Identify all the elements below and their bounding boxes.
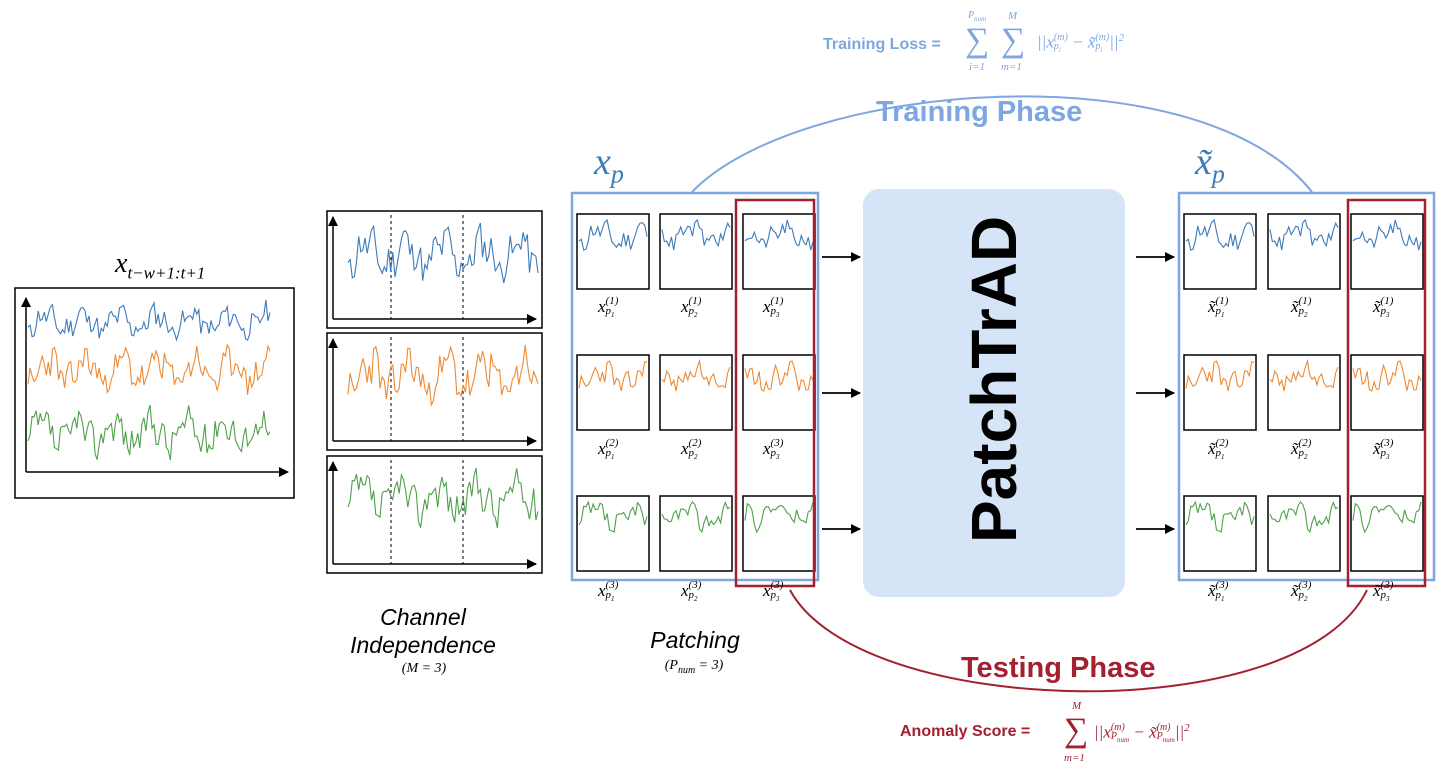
output-patch-label-r1-c3: x̃(1)p3	[1373, 295, 1394, 320]
input-window-label: xt−w+1:t+1	[115, 248, 206, 283]
model-block	[863, 189, 1125, 597]
input-patch-r1-c2	[659, 213, 733, 290]
input-patch-series-r3-c3	[744, 501, 814, 534]
output-patch-series-r1-c2	[1269, 218, 1339, 251]
testing-phase-title: Testing Phase	[961, 652, 1156, 684]
output-patch-r1-c2	[1267, 213, 1341, 290]
output-patch-label-r1-c2: x̃(1)p2	[1291, 295, 1312, 320]
model-name: PatchTrAD	[958, 215, 1030, 543]
output-patch-label-r3-c2: x̃(3)p2	[1291, 579, 1312, 604]
patching-caption: Patching	[650, 627, 740, 653]
input-patches-frame	[570, 191, 820, 582]
output-patch-series-r1-c1	[1185, 218, 1255, 251]
input-patch-series-r2-c2	[661, 358, 731, 392]
input-patch-label-r3-c1: x(3)p1	[598, 579, 619, 604]
last-patch-highlight-out	[1346, 198, 1427, 588]
patch-count-note: (Pnum = 3)	[664, 658, 724, 676]
input-series-channel-3	[27, 404, 271, 461]
output-patch-series-r3-c1	[1185, 500, 1255, 533]
testing-arc	[789, 589, 1368, 693]
output-patch-label-r2-c2: x̃(2)p2	[1291, 437, 1312, 462]
output-patch-r2-c3	[1350, 354, 1424, 431]
input-patch-series-r3-c2	[661, 500, 731, 534]
output-patch-series-r2-c3	[1352, 360, 1422, 392]
input-patch-r2-c1	[576, 354, 650, 431]
input-patch-series-r1-c1	[578, 218, 648, 251]
input-patch-grid	[576, 213, 816, 572]
output-patch-label-r3-c1: x̃(3)p1	[1208, 579, 1229, 604]
channel-independence-caption-2: Independence	[350, 632, 496, 658]
output-patch-r2-c2	[1267, 354, 1341, 431]
channel-1-plot-frame	[326, 210, 543, 329]
input-patch-label-r2-c3: x(3)p3	[763, 437, 784, 462]
output-patch-series-r3-c2	[1269, 500, 1339, 534]
channel-independence-caption-1: Channel	[380, 604, 466, 630]
input-patch-series-r2-c3	[744, 360, 814, 392]
input-patch-series-r1-c2	[661, 218, 731, 251]
output-patch-label-r3-c3: x̃(3)p3	[1373, 579, 1394, 604]
input-patch-label-r1-c2: x(1)p2	[681, 295, 702, 320]
input-patch-label-r3-c2: x(3)p2	[681, 579, 702, 604]
channel-plots	[326, 210, 543, 574]
channel-3-series	[347, 467, 539, 529]
input-patch-label-r1-c3: x(1)p3	[763, 295, 784, 320]
training-loss-label: Training Loss =	[823, 36, 941, 53]
output-patches-title: x̃p	[1195, 141, 1225, 189]
output-patch-series-r1-c3	[1352, 219, 1422, 251]
output-patch-r2-c1	[1183, 354, 1257, 431]
output-patch-series-r2-c2	[1269, 358, 1339, 392]
input-patch-label-r2-c2: x(2)p2	[681, 437, 702, 462]
output-patch-label-r1-c1: x̃(1)p1	[1208, 295, 1229, 320]
input-patches-title: xp	[594, 141, 624, 189]
input-patch-label-r2-c1: x(2)p1	[598, 437, 619, 462]
input-patch-label-r3-c3: x(3)p3	[763, 579, 784, 604]
channel-count-note: (M = 3)	[401, 661, 447, 676]
input-patch-r1-c3	[742, 213, 816, 290]
output-patches-frame	[1177, 191, 1436, 582]
input-patch-series-r2-c1	[578, 360, 648, 392]
training-arc	[691, 95, 1313, 193]
input-series-channel-2	[27, 343, 271, 396]
input-window-frame	[14, 287, 295, 499]
input-patch-series-r1-c3	[744, 219, 814, 251]
output-patch-grid	[1183, 213, 1424, 572]
output-patch-r1-c1	[1183, 213, 1257, 290]
input-patch-r2-c3	[742, 354, 816, 431]
training-phase-title: Training Phase	[876, 96, 1083, 128]
last-patch-highlight-in	[734, 198, 816, 588]
input-patch-r3-c1	[576, 495, 650, 572]
output-patch-r3-c1	[1183, 495, 1257, 572]
output-patch-series-r3-c3	[1352, 501, 1422, 534]
output-patch-label-r2-c3: x̃(3)p3	[1373, 437, 1394, 462]
output-patch-label-r2-c1: x̃(2)p1	[1208, 437, 1229, 462]
channel-3-plot-frame	[326, 455, 543, 574]
input-series	[27, 299, 271, 461]
channel-2-series	[347, 344, 539, 407]
channel-1-series	[347, 222, 539, 284]
input-series-channel-1	[27, 299, 271, 342]
input-patch-series-r3-c1	[578, 500, 648, 533]
input-patch-label-r1-c1: x(1)p1	[598, 295, 619, 320]
input-patch-r2-c2	[659, 354, 733, 431]
output-patch-r1-c3	[1350, 213, 1424, 290]
output-patch-series-r2-c1	[1185, 360, 1255, 392]
output-patch-r3-c3	[1350, 495, 1424, 572]
anomaly-score-label: Anomaly Score =	[900, 723, 1031, 740]
input-patch-r1-c1	[576, 213, 650, 290]
input-patch-r3-c3	[742, 495, 816, 572]
